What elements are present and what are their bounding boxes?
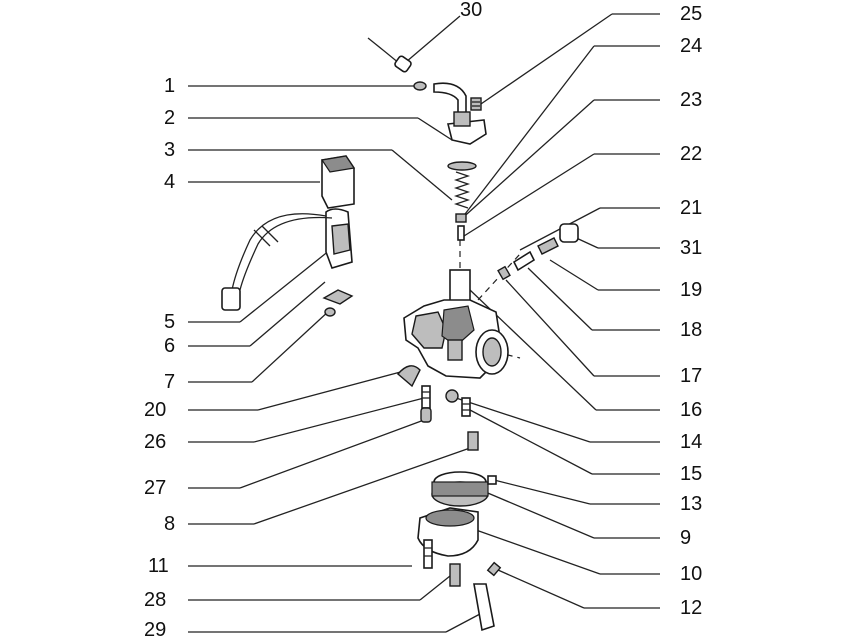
leader-lines (188, 13, 660, 633)
callout-12: 12 (680, 597, 703, 619)
callout-7: 7 (164, 371, 176, 393)
callout-31: 31 (680, 237, 703, 259)
callout-5: 5 (164, 311, 176, 333)
callout-20: 20 (144, 399, 167, 421)
callout-15: 15 (680, 463, 703, 485)
callout-14: 14 (680, 431, 703, 453)
callout-26: 26 (144, 431, 167, 453)
parts (221, 37, 579, 632)
callout-22: 22 (680, 143, 703, 165)
callout-24: 24 (680, 35, 703, 57)
callout-10: 10 (680, 563, 703, 585)
callout-29: 29 (144, 619, 167, 641)
callout-1: 1 (164, 75, 176, 97)
callout-17: 17 (680, 365, 703, 387)
callout-2: 2 (164, 107, 176, 129)
callout-18: 18 (680, 319, 703, 341)
callout-23: 23 (680, 89, 703, 111)
callout-6: 6 (164, 335, 176, 357)
callout-28: 28 (144, 589, 167, 611)
callout-30: 30 (460, 0, 483, 21)
callout-8: 8 (164, 513, 176, 535)
callout-27: 27 (144, 477, 167, 499)
callout-4: 4 (164, 171, 176, 193)
callout-19: 19 (680, 279, 703, 301)
callout-11: 11 (148, 555, 169, 577)
callout-16: 16 (680, 399, 703, 421)
callout-25: 25 (680, 3, 703, 25)
callout-21: 21 (680, 197, 703, 219)
callout-3: 3 (164, 139, 176, 161)
callout-9: 9 (680, 527, 692, 549)
callout-13: 13 (680, 493, 703, 515)
